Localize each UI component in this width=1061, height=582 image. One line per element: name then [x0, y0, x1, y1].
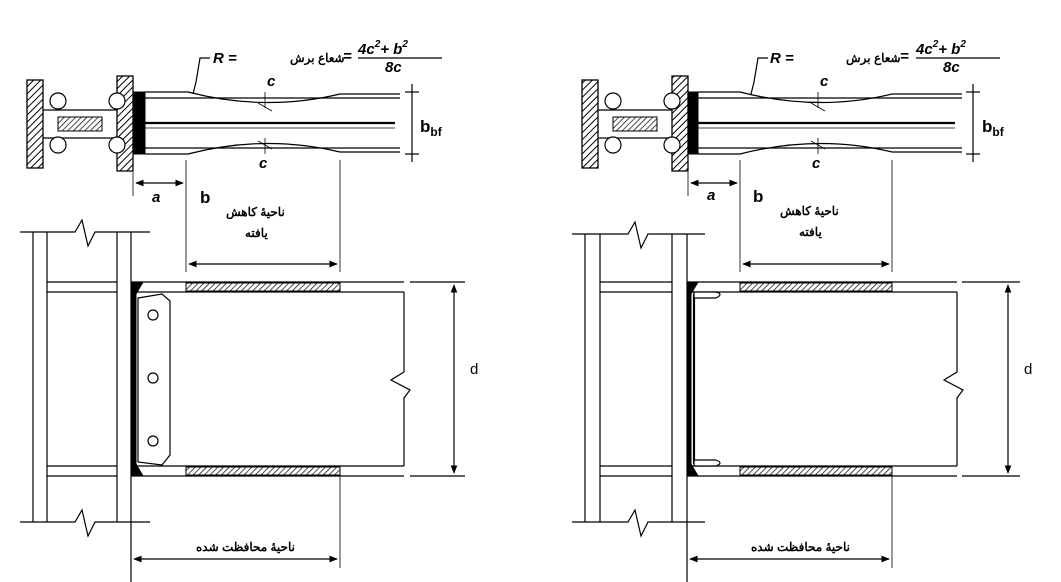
- right-a-label: a: [707, 187, 715, 204]
- left-eq-label: =: [343, 48, 352, 65]
- left-formula-fraction: 4c2+ b2 8c: [357, 39, 442, 76]
- right-elevation-view: d ناحیهٔ محافظت شده: [572, 220, 1032, 582]
- left-b-label: b: [200, 188, 210, 207]
- right-weld-block: [687, 91, 699, 155]
- left-column-flange-plate-2: [116, 75, 134, 172]
- right-bolt-3: [663, 92, 681, 110]
- right-bottom-flange: [698, 142, 962, 155]
- right-access-hole-bottom: [693, 459, 721, 467]
- right-column-flange-plate-2: [671, 75, 689, 172]
- left-bolt-2: [49, 136, 67, 154]
- left-cut-radius-label: شعاع برش: [290, 51, 345, 66]
- right-bbf-label: bbf: [982, 117, 1005, 139]
- right-plan-view: c c R = شعاع برش = 4c2+ b2 8c bbf a b نا…: [581, 39, 1005, 272]
- left-rbs-bottom-hatch: [185, 466, 341, 476]
- left-bbf-label: bbf: [420, 117, 443, 139]
- left-column-web: [57, 116, 103, 132]
- right-column-web: [612, 116, 658, 132]
- left-bolt-1: [49, 92, 67, 110]
- right-c-bottom-label: c: [812, 155, 821, 172]
- left-c-top-label: c: [267, 73, 276, 90]
- right-formula-fraction: 4c2+ b2 8c: [915, 39, 1000, 76]
- left-elevation-view: d ناحیهٔ محافظت شده: [20, 218, 478, 582]
- right-bolt-4: [663, 136, 681, 154]
- left-weld-block: [132, 91, 146, 155]
- left-r-label: R =: [213, 50, 237, 67]
- left-bolt-3: [108, 92, 126, 110]
- right-cut-radius-label: شعاع برش: [846, 51, 901, 66]
- left-d-label: d: [470, 361, 478, 378]
- right-rbs-bottom-hatch: [739, 466, 893, 476]
- left-tab-bolt-3: [147, 435, 159, 447]
- left-bottom-flange: [145, 142, 400, 155]
- left-tab-bolt-2: [147, 372, 159, 384]
- left-protected-zone-label: ناحیهٔ محافظت شده: [196, 540, 295, 554]
- svg-text:8c: 8c: [943, 59, 960, 76]
- right-detail: c c R = شعاع برش = 4c2+ b2 8c bbf a b نا…: [572, 39, 1032, 582]
- right-r-label: R =: [770, 50, 794, 67]
- left-tab-bolt-1: [147, 309, 159, 321]
- svg-text:4c2+ b2: 4c2+ b2: [357, 39, 408, 58]
- right-reduced-zone-line2: یافته: [799, 225, 822, 239]
- left-rbs-top-hatch: [185, 282, 341, 292]
- right-protected-zone-label: ناحیهٔ محافظت شده: [751, 540, 850, 554]
- right-top-flange: [698, 91, 962, 104]
- left-reduced-zone-line2: یافته: [245, 226, 268, 240]
- right-c-top-label: c: [820, 73, 829, 90]
- right-access-hole-top: [693, 291, 721, 299]
- left-detail: c c R = شعاع برش = 4c2+ b2 8c bbf a: [20, 39, 478, 582]
- left-plan-view: c c R = شعاع برش = 4c2+ b2 8c bbf a: [26, 39, 443, 272]
- right-d-label: d: [1024, 361, 1032, 378]
- left-a-label: a: [152, 189, 160, 206]
- left-bolt-4: [108, 136, 126, 154]
- left-c-bottom-label: c: [259, 155, 268, 172]
- left-column-flange-plate: [26, 79, 44, 169]
- left-top-flange: [145, 91, 400, 104]
- svg-text:4c2+ b2: 4c2+ b2: [915, 39, 966, 58]
- right-b-label: b: [753, 187, 763, 206]
- left-reduced-zone-line1: ناحیهٔ کاهش: [226, 205, 285, 220]
- right-rbs-top-hatch: [739, 282, 893, 292]
- right-bolt-2: [604, 136, 622, 154]
- right-reduced-zone-line1: ناحیهٔ کاهش: [780, 204, 839, 219]
- right-bolt-1: [604, 92, 622, 110]
- right-eq-label: =: [900, 48, 909, 65]
- svg-text:8c: 8c: [385, 59, 402, 76]
- right-column-flange-plate: [581, 79, 599, 169]
